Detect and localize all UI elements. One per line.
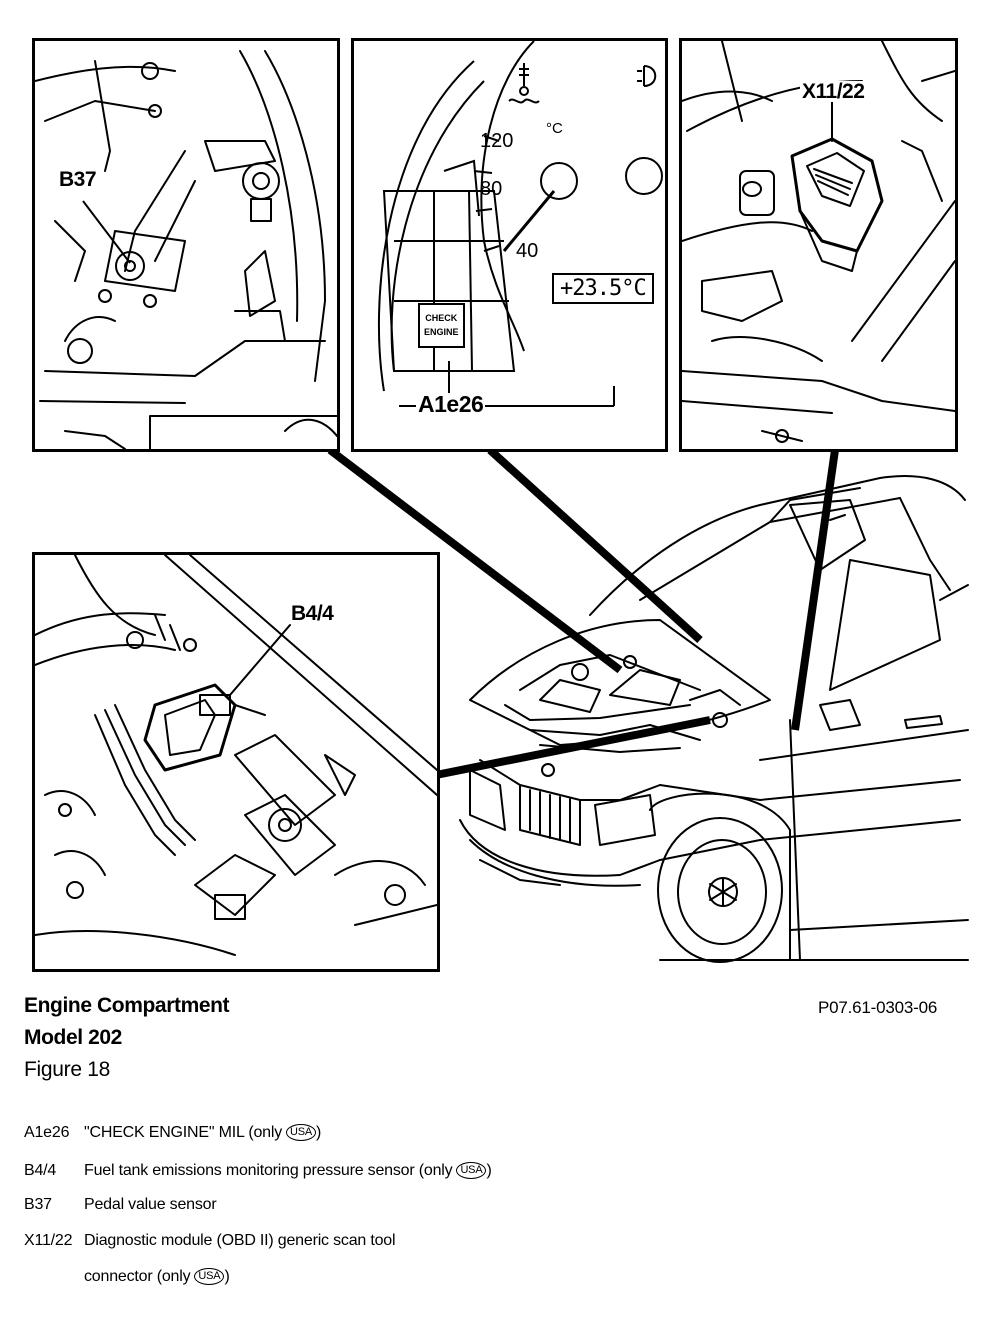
- legend-desc: Pedal value sensor: [84, 1196, 217, 1214]
- pedal-sensor-drawing: [35, 50, 337, 449]
- panel-instrument-cluster: 120 °C 80 40 +23.5°C CHECK ENGINE A1e26: [351, 38, 668, 452]
- legend-desc-text: Pedal value sensor: [84, 1196, 217, 1213]
- legend-desc-suffix: ): [316, 1124, 322, 1141]
- check-engine-line-2: ENGINE: [424, 327, 459, 338]
- diagnostic-connector-drawing: [682, 41, 955, 443]
- check-engine-lamp: CHECK ENGINE: [418, 303, 465, 348]
- legend-code: X11/22: [24, 1232, 73, 1249]
- usa-badge-icon: USA: [456, 1162, 487, 1180]
- callout-b37: B37: [57, 168, 99, 191]
- usa-badge-icon: USA: [194, 1268, 225, 1286]
- figure-number: Figure 18: [24, 1058, 111, 1081]
- legend-desc: Diagnostic module (OBD II) generic scan …: [84, 1232, 396, 1250]
- gauge-tick-120: 120: [480, 130, 514, 152]
- gauge-drawing: [377, 41, 663, 407]
- legend-code: B37: [24, 1196, 52, 1213]
- figure-title: Engine Compartment: [24, 994, 230, 1017]
- gauge-tick-80: 80: [480, 178, 503, 200]
- panel-pedal-value-sensor: B37: [32, 38, 340, 452]
- check-engine-line-1: CHECK: [425, 313, 458, 323]
- panel-fuel-tank-sensor: B4/4: [32, 552, 440, 972]
- legend-desc: Fuel tank emissions monitoring pressure …: [84, 1162, 492, 1180]
- legend-code: A1e26: [24, 1124, 70, 1141]
- gauge-tick-40: 40: [516, 240, 539, 262]
- callout-b4-4: B4/4: [289, 602, 336, 625]
- legend-desc-suffix: ): [486, 1162, 492, 1179]
- figure-reference-code: P07.61-0303-06: [818, 998, 938, 1017]
- usa-badge-icon: USA: [286, 1124, 317, 1142]
- legend-desc-text: connector (only: [84, 1268, 191, 1285]
- callout-a1e26: A1e26: [416, 391, 486, 417]
- figure-model: Model 202: [24, 1026, 122, 1049]
- legend-desc-text: Fuel tank emissions monitoring pressure …: [84, 1162, 453, 1179]
- fuel-tank-sensor-drawing: [35, 555, 437, 956]
- legend-desc-text: Diagnostic module (OBD II) generic scan …: [84, 1232, 396, 1249]
- legend-code: B4/4: [24, 1162, 57, 1179]
- callout-x11-22: X11/22: [800, 80, 867, 103]
- legend-desc-suffix: ): [224, 1268, 230, 1285]
- digital-temperature-readout: +23.5°C: [552, 273, 654, 304]
- gauge-unit: °C: [546, 120, 563, 137]
- legend-desc-text: "CHECK ENGINE" MIL (only: [84, 1124, 283, 1141]
- panel-diagnostic-connector: X11/22: [679, 38, 958, 452]
